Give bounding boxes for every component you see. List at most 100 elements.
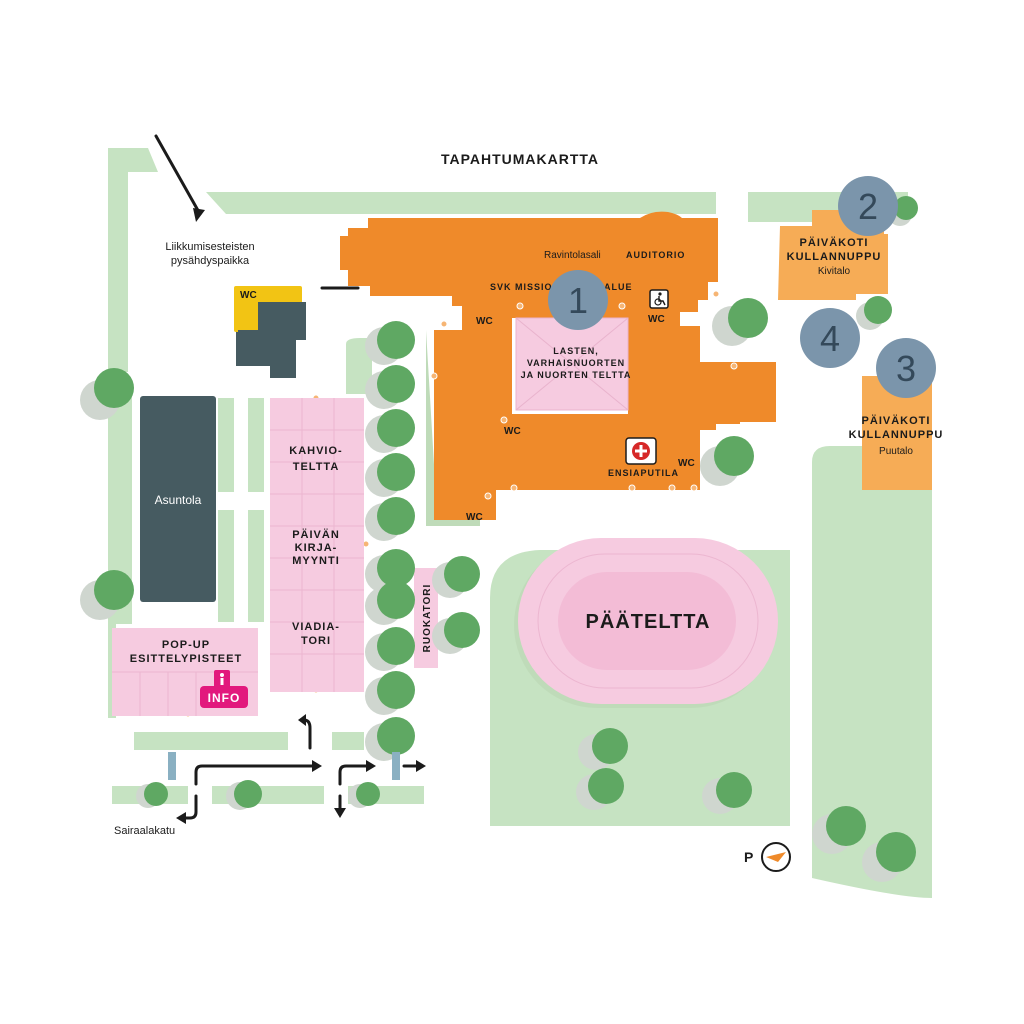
arrow-icon — [154, 134, 202, 216]
arrow-icon — [193, 208, 205, 222]
park-mid-column — [248, 398, 264, 492]
daycare-stone-label-3: Kivitalo — [818, 266, 851, 277]
tree-icon — [365, 365, 415, 409]
inner-wing — [498, 414, 638, 436]
daycare-wood-label-1: PÄIVÄKOTI — [862, 414, 931, 427]
street-label: Sairaalakatu — [114, 825, 175, 837]
inner-wing-2 — [498, 318, 512, 424]
book-sale-label-1: PÄIVÄN — [292, 528, 340, 541]
wc-label: WC — [466, 512, 483, 523]
tree-icon — [365, 717, 415, 761]
marker-2[interactable]: 2 — [838, 176, 898, 236]
arrow-icon — [416, 760, 426, 772]
tree-icon — [80, 570, 134, 620]
accessible-parking-label: Liikkumisesteisten — [165, 241, 254, 253]
svg-text:3: 3 — [896, 348, 916, 389]
marker-3[interactable]: 3 — [876, 338, 936, 398]
park-center-strip — [346, 338, 372, 394]
park-top-strip — [206, 192, 716, 214]
tree-icon — [432, 556, 480, 598]
kids-tent-label-1: LASTEN, — [553, 346, 599, 356]
svk-area-label: ALUE — [604, 282, 633, 292]
park-mid-column-2 — [248, 510, 264, 622]
dark-buildings — [140, 286, 306, 602]
access-arrows — [154, 134, 422, 820]
cafe-label-1: KAHVIO- — [289, 445, 342, 457]
arrow-icon — [176, 812, 186, 824]
arrow-icon — [338, 764, 372, 786]
svk-mission-label: SVK MISSIO — [490, 282, 553, 292]
kids-tent-label-2: VARHAISNUORTEN — [527, 358, 625, 368]
tree-icon — [856, 296, 892, 330]
park-right-area — [812, 446, 932, 898]
cafe-tent — [270, 398, 364, 692]
restaurant-hall-label: Ravintolasali — [544, 250, 601, 261]
tree-icon — [812, 806, 866, 854]
first-aid-label: ENSIAPUTILA — [608, 468, 679, 478]
main-tent-label: PÄÄTELTTA — [586, 610, 711, 633]
park-bottom-a — [134, 732, 288, 750]
daycare-stone-label-2: KULLANNUPPU — [787, 251, 882, 263]
tent-seam — [515, 317, 629, 411]
viadia-label-2: TORI — [301, 635, 331, 647]
marker-4[interactable]: 4 — [800, 308, 860, 368]
info-point — [200, 670, 248, 708]
tree-icon — [700, 436, 754, 486]
arrow-icon — [334, 808, 346, 818]
parking-label: P — [744, 849, 754, 865]
wheelchair-icon — [649, 289, 669, 309]
park-left-column-3 — [218, 510, 234, 622]
tree-icon — [80, 368, 134, 420]
popup-label-1: POP-UP — [162, 639, 210, 651]
marker-1[interactable]: 1 — [548, 270, 608, 330]
tree-icon — [348, 782, 380, 808]
arrow-heads — [176, 208, 426, 824]
tree-icon — [365, 409, 415, 453]
info-label: INFO — [208, 691, 241, 705]
kids-tent-label-3: JA NUORTEN TELTTA — [521, 370, 632, 380]
small-dark-building-front — [238, 302, 306, 378]
tree-icon — [365, 321, 415, 365]
popup-label-2: ESITTELYPISTEET — [130, 653, 242, 665]
arrow-icon — [182, 794, 198, 820]
book-sale-label-3: MYYNTI — [292, 555, 340, 567]
tree-icon — [702, 772, 752, 814]
post — [392, 752, 400, 780]
tree-icon — [365, 453, 415, 497]
book-sale-label-2: KIRJA- — [295, 542, 338, 554]
tree-icon — [136, 782, 168, 808]
wc-label: WC — [648, 314, 665, 325]
park-bottom-b — [332, 732, 364, 750]
tree-icon — [576, 768, 624, 810]
compass-icon — [761, 842, 791, 872]
daycare-wood-label-2: KULLANNUPPU — [849, 429, 944, 441]
svg-text:1: 1 — [568, 280, 588, 321]
park-left-strip — [108, 148, 158, 372]
tree-icon — [432, 612, 480, 654]
tree-icon — [226, 780, 262, 810]
food-square-label: RUOKATORI — [422, 584, 433, 653]
post — [168, 752, 176, 780]
hostel-building — [140, 396, 216, 602]
first-aid-icon — [625, 437, 657, 465]
daycare-wood — [862, 376, 932, 490]
tree-icon — [365, 627, 415, 671]
wc-label: WC — [678, 458, 695, 469]
trees — [80, 196, 918, 882]
daycare-stone-label-1: PÄIVÄKOTI — [800, 236, 869, 249]
wc-label: WC — [240, 290, 257, 301]
tree-icon — [578, 728, 628, 770]
hostel-label: Asuntola — [155, 493, 202, 507]
tree-icon — [365, 671, 415, 715]
map-title: TAPAHTUMAKARTTA — [441, 151, 599, 167]
daycare-wood-label-3: Puutalo — [879, 446, 913, 457]
park-left-column-2 — [218, 398, 234, 492]
tree-icon — [365, 497, 415, 541]
tree-icon — [365, 581, 415, 625]
tree-icon — [862, 832, 916, 882]
kids-tent — [515, 317, 629, 411]
wc-label: WC — [476, 316, 493, 327]
accessible-parking-label-2: pysähdyspaikka — [171, 255, 250, 267]
viadia-label-1: VIADIA- — [292, 621, 340, 633]
